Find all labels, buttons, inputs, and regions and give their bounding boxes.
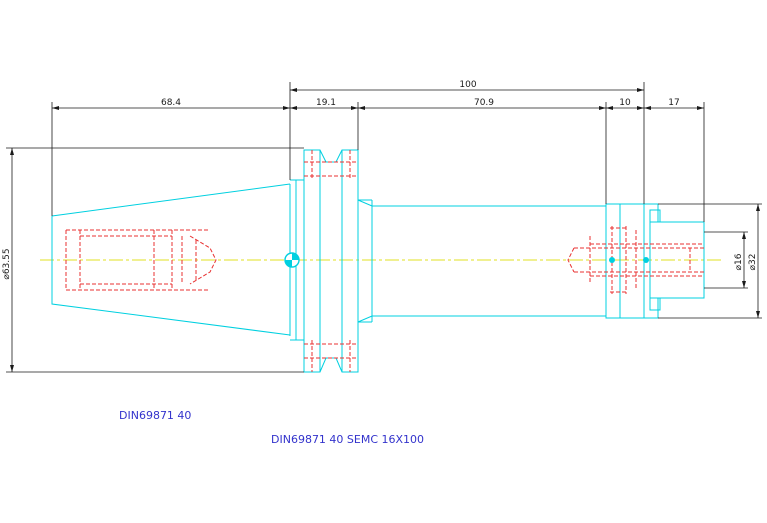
holder-designation-label: DIN69871 40 SEMC 16X100 [271, 433, 425, 446]
dim-collar-length: 10 [619, 98, 631, 108]
dim-total-length: 100 [459, 80, 476, 90]
drawing-area [0, 78, 767, 444]
dim-nose-length: 17 [668, 98, 679, 108]
center-markers [284, 252, 649, 268]
dimension-lines [6, 82, 762, 373]
dim-shank-length: 70.9 [474, 98, 494, 108]
taper-hidden-lines [65, 229, 217, 291]
dim-flange-diameter: ⌀63.55 [2, 248, 12, 279]
holder-standard-label: DIN69871 40 [119, 409, 192, 422]
dim-bore-diameter: ⌀16 [734, 253, 744, 270]
dimension-arrows [10, 88, 760, 372]
dim-taper-length: 68.4 [161, 98, 181, 108]
dim-nose-diameter: ⌀32 [748, 254, 758, 271]
flange-hidden-lines [304, 150, 358, 372]
dim-flange-length: 19.1 [316, 98, 336, 108]
shank-outline [357, 199, 606, 323]
